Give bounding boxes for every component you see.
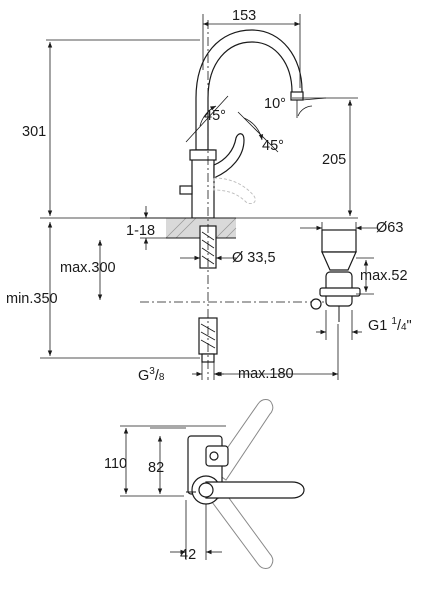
dim-angle-45-upper: 45°	[204, 108, 226, 124]
spout	[195, 29, 303, 151]
dim-max-180: max.180	[238, 366, 294, 382]
dim-g1-1-4: G1 1/4"	[368, 316, 412, 334]
dim-hole-diameter: Ø 33,5	[232, 250, 276, 266]
dim-angle-10: 10°	[264, 96, 286, 112]
plan-lever	[205, 481, 305, 499]
pop-up-waste	[310, 229, 361, 322]
body-collar	[189, 149, 217, 161]
faucet-elevation	[179, 29, 327, 219]
dim-deck-thickness: 1-18	[126, 223, 155, 239]
dim-153: 153	[232, 8, 256, 24]
dim-205: 205	[322, 152, 346, 168]
dimension-lines	[40, 14, 378, 380]
dim-plan-42: 42	[180, 547, 196, 563]
lever	[213, 133, 245, 179]
dim-max-300: max.300	[60, 260, 116, 276]
aerator	[290, 91, 304, 101]
deck	[130, 217, 237, 239]
dim-max-52: max.52	[360, 268, 408, 284]
lever-ghost	[213, 177, 256, 205]
dim-angle-45-lower: 45°	[262, 138, 284, 154]
dim-plan-110: 110	[104, 456, 127, 472]
dim-g3-8: G3/8	[138, 366, 165, 384]
dim-plan-82: 82	[148, 460, 164, 476]
plan-view	[186, 399, 305, 569]
dim-min-350: min.350	[6, 291, 58, 307]
dim-pop-up-diameter: Ø63	[376, 220, 403, 236]
drain-knob	[179, 185, 193, 195]
plan-dimensions	[120, 425, 226, 560]
dim-301: 301	[22, 124, 46, 140]
